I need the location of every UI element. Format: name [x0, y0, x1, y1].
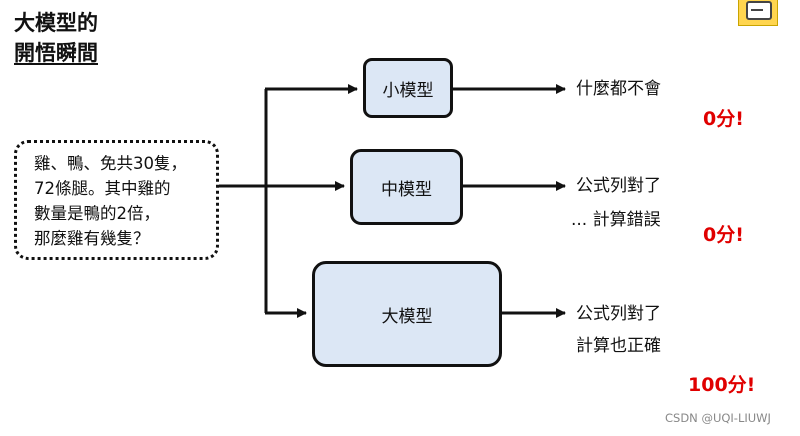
- large-result-line-2: 計算也正確: [576, 336, 661, 356]
- large-result-line-1: 公式列對了: [576, 304, 661, 324]
- small-model-box: 小模型: [363, 58, 453, 118]
- large-model-result: 公式列對了 計算也正確: [576, 301, 661, 359]
- comment-note-icon[interactable]: [738, 0, 778, 26]
- large-model-box: 大模型: [312, 261, 502, 367]
- medium-model-label: 中模型: [381, 179, 432, 200]
- question-line-3: 數量是鴨的2倍，: [34, 204, 160, 223]
- medium-model-score: 0分!: [703, 224, 744, 246]
- large-model-score: 100分!: [688, 374, 756, 396]
- question-line-4: 那麼雞有幾隻？: [34, 229, 150, 248]
- question-box: 雞、鴨、免共30隻， 72條腿。其中雞的 數量是鴨的2倍， 那麼雞有幾隻？: [14, 140, 219, 260]
- small-model-result: 什麼都不會: [576, 76, 661, 102]
- medium-result-line-2: ... 計算錯誤: [571, 210, 661, 230]
- small-model-label: 小模型: [382, 80, 434, 101]
- question-line-2: 72條腿。其中雞的: [34, 179, 171, 198]
- large-model-label: 大模型: [381, 306, 433, 327]
- medium-model-result: 公式列對了 ... 計算錯誤: [571, 173, 661, 233]
- medium-result-line-1: 公式列對了: [576, 176, 661, 196]
- small-result-line-1: 什麼都不會: [576, 79, 661, 99]
- medium-model-box: 中模型: [350, 149, 463, 225]
- title-line-2: 開悟瞬間: [14, 41, 98, 65]
- title-line-1: 大模型的: [14, 11, 98, 35]
- slide-title: 大模型的 開悟瞬間: [14, 8, 98, 68]
- watermark-text: CSDN @UQI-LIUWJ: [665, 411, 771, 425]
- small-model-score: 0分!: [703, 108, 744, 130]
- question-line-1: 雞、鴨、免共30隻，: [34, 154, 187, 173]
